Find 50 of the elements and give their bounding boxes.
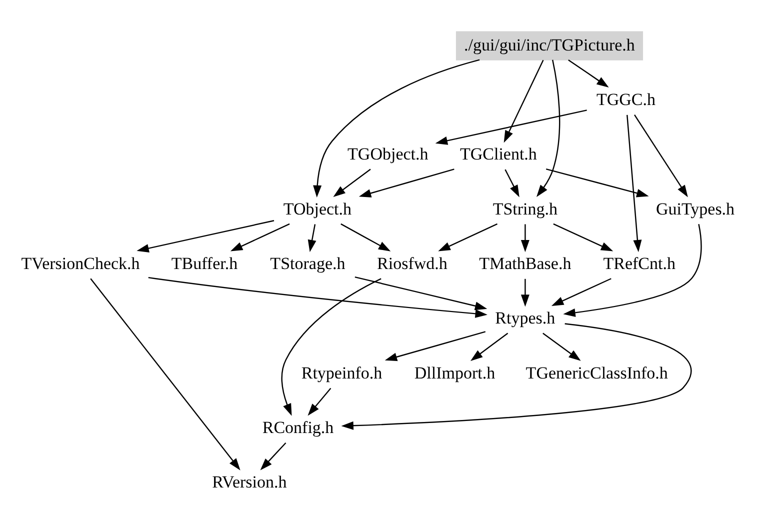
arrow: [520, 224, 530, 252]
arrow: [626, 114, 642, 252]
arrow: [358, 168, 454, 197]
arrow: [230, 222, 290, 251]
node-text: Riosfwd.h: [377, 253, 448, 272]
arrow: [504, 59, 544, 142]
arrow: [136, 220, 274, 252]
arrow: [553, 222, 614, 251]
arrow: [354, 276, 488, 310]
arrow: [435, 109, 587, 144]
arrow: [563, 224, 702, 316]
arrow: [90, 278, 240, 470]
arrow: [340, 222, 391, 251]
node-text: TVersionCheck.h: [21, 253, 140, 272]
node-text: TBuffer.h: [171, 253, 238, 272]
node-text: TRefCnt.h: [603, 253, 676, 272]
arrow: [520, 278, 530, 306]
node-text: Rtypeinfo.h: [301, 362, 382, 382]
node-text: TMathBase.h: [479, 253, 572, 272]
node-text: TString.h: [492, 198, 558, 218]
node-text: TGClient.h: [460, 144, 537, 164]
arrow: [504, 168, 520, 197]
arrow: [308, 387, 332, 416]
node-text: TGGC.h: [596, 89, 656, 108]
node-box: ./gui/gui/inc/TGPicture.h: [456, 30, 644, 60]
node-text: RVersion.h: [212, 472, 287, 492]
arrow: [281, 278, 382, 416]
arrow: [313, 58, 480, 198]
arrow: [536, 59, 560, 196]
node-text: DllImport.h: [414, 362, 496, 382]
node-text: TObject.h: [283, 198, 352, 218]
node-text: GuiTypes.h: [656, 198, 735, 218]
arrow: [341, 322, 692, 430]
arrow: [546, 168, 649, 197]
arrow: [148, 276, 488, 318]
node-text: TStorage.h: [270, 253, 346, 272]
node-text: TGObject.h: [348, 144, 428, 164]
arrow: [308, 224, 316, 252]
arrow: [333, 168, 371, 196]
arrow: [542, 332, 581, 360]
node-text: RConfig.h: [262, 417, 334, 436]
arrow: [551, 278, 612, 306]
arrow: [384, 330, 486, 361]
node-text: Rtypes.h: [495, 308, 556, 328]
arrow: [568, 58, 609, 88]
arrow: [634, 114, 688, 197]
node-text: TGenericClassInfo.h: [526, 362, 668, 382]
arrow: [260, 442, 286, 470]
arrow: [438, 222, 498, 251]
arrow: [470, 332, 508, 360]
